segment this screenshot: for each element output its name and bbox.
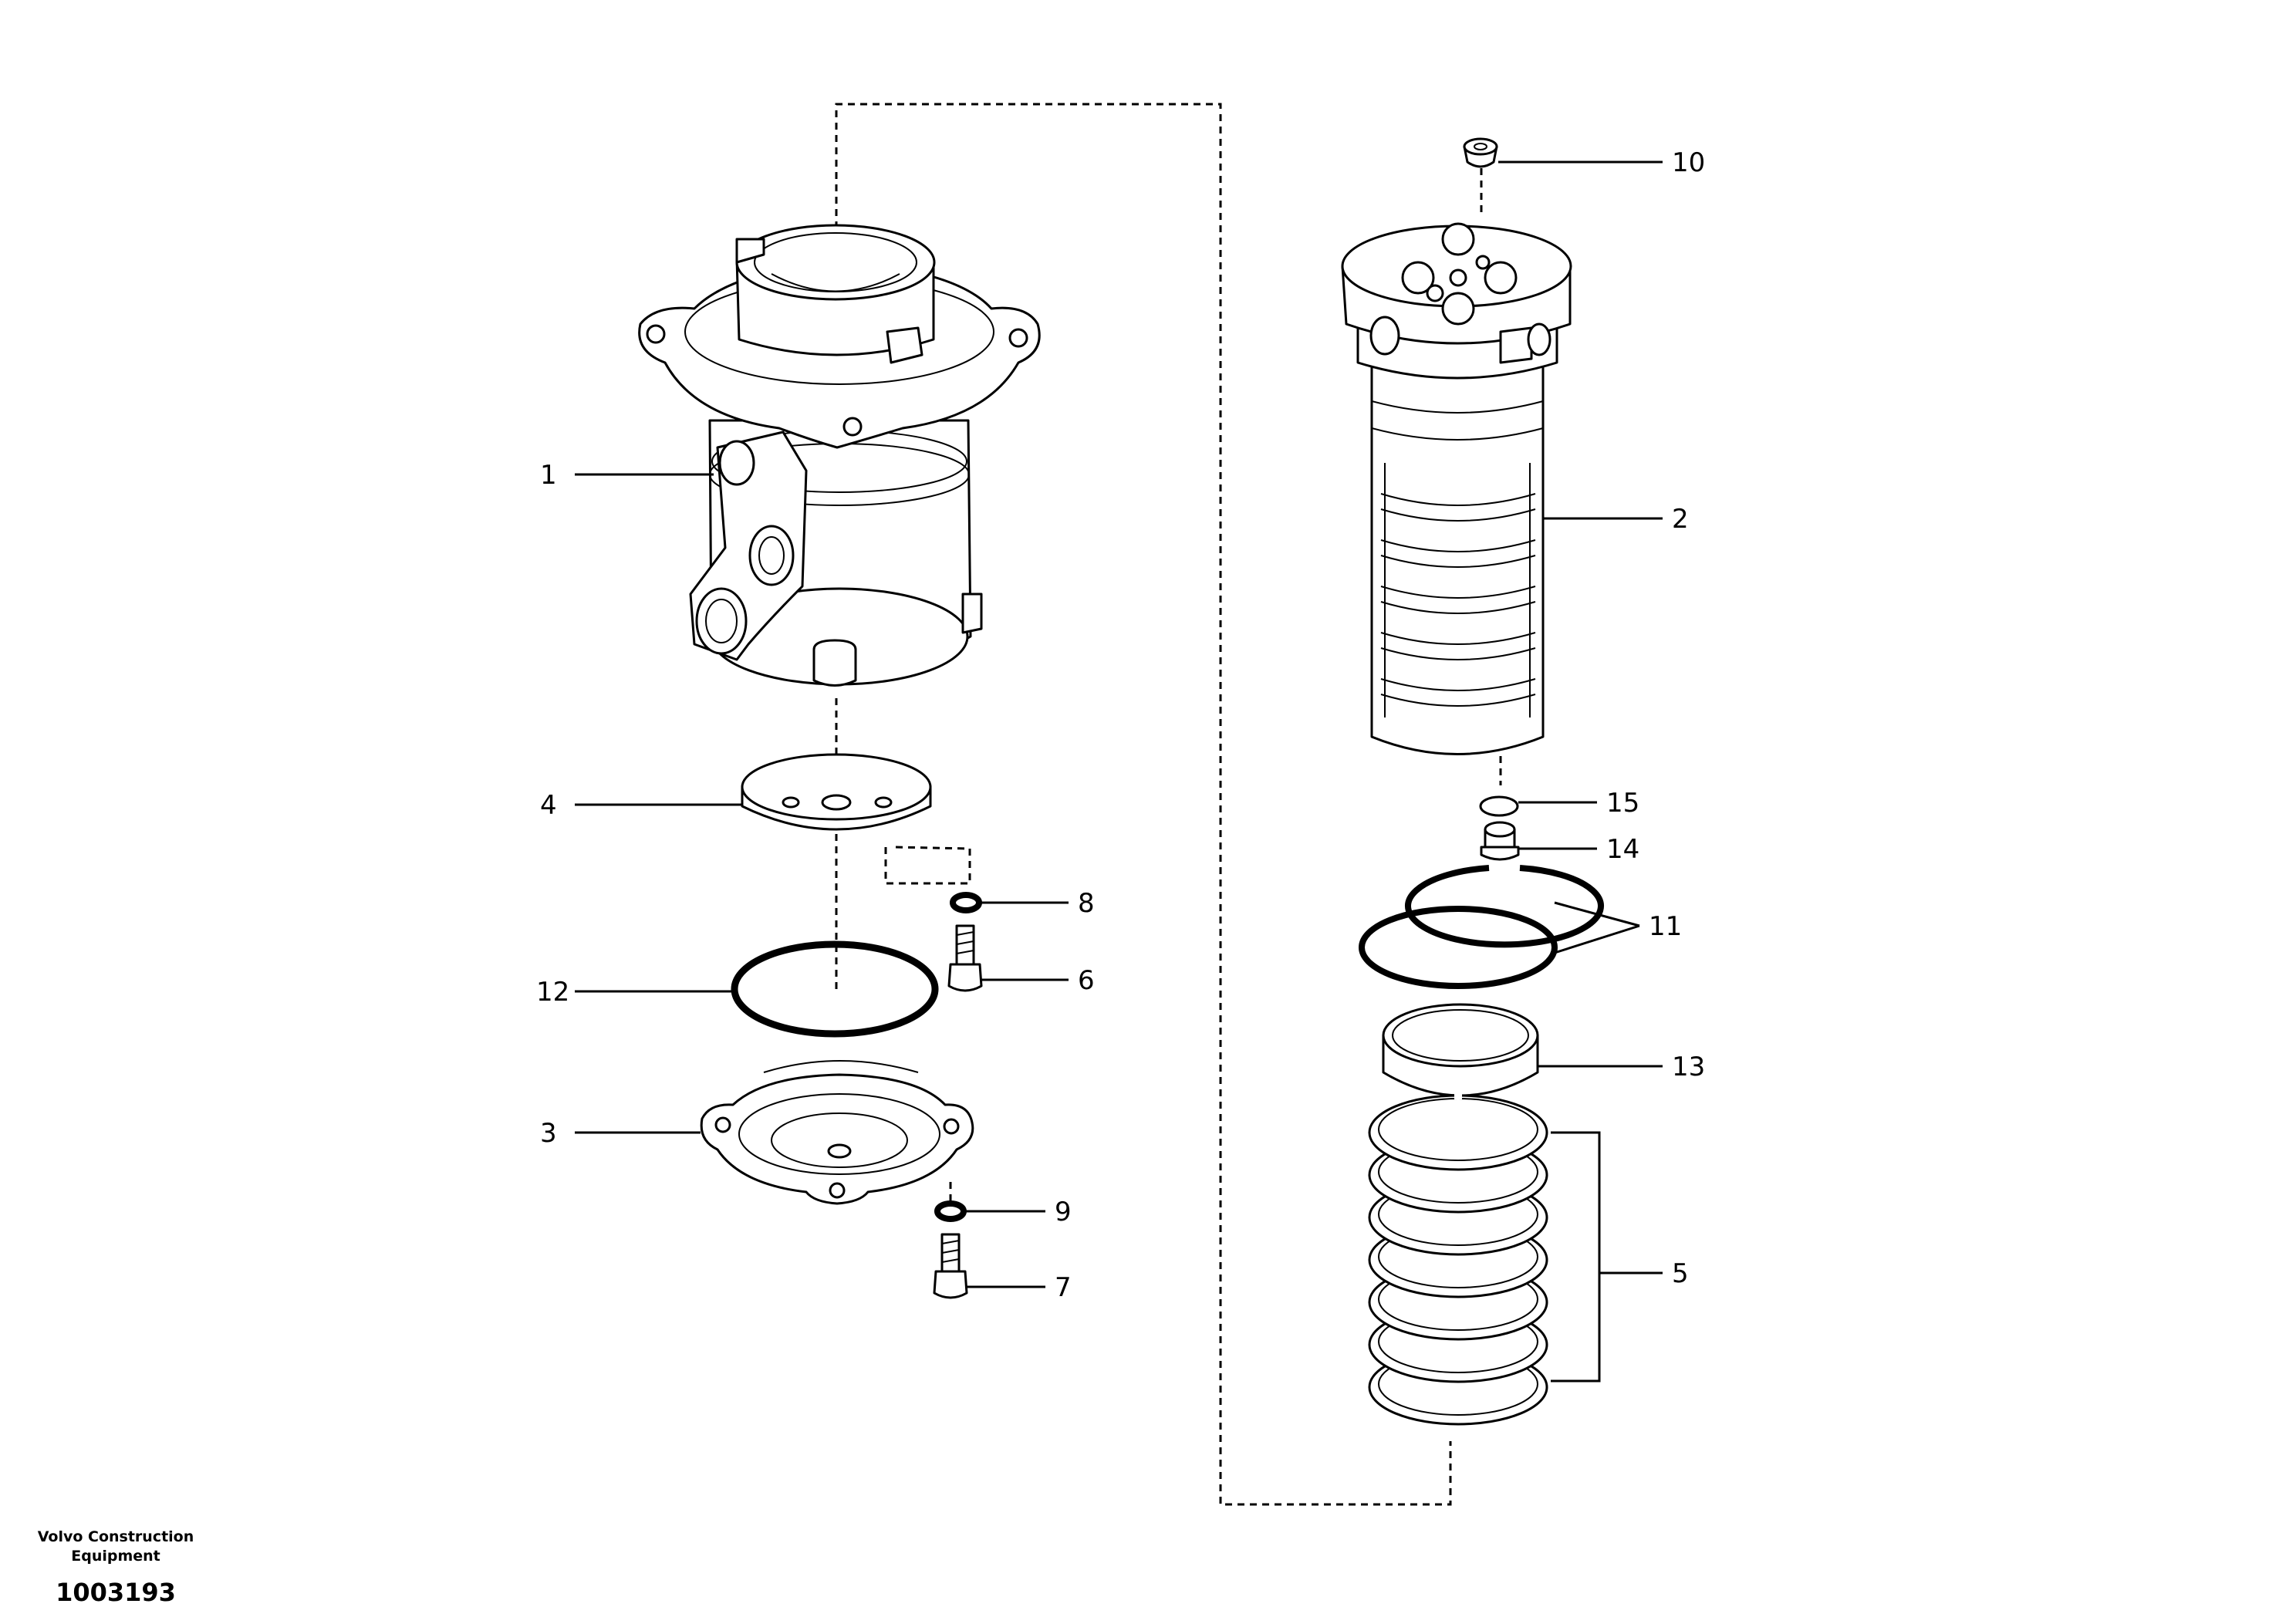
callout-11: 11 [1649,911,1682,942]
callout-15: 15 [1606,788,1639,819]
part-4-plate [741,753,932,831]
part-5-seal-stack [1368,1092,1548,1426]
callout-14: 14 [1606,834,1639,865]
callout-4: 4 [540,790,557,821]
callout-8: 8 [1078,888,1095,919]
part-3-cover [700,1060,974,1205]
part-13-bushing [1382,1003,1539,1097]
part-7-bolt [933,1233,968,1299]
assembly-path-lines [835,103,1502,1506]
callout-9: 9 [1055,1197,1072,1227]
part-1-body [638,224,1041,687]
brand-line-2: Equipment [71,1548,160,1565]
part-10-plug [1463,137,1498,168]
part-8-washer [950,892,982,913]
part-2-spindle [1341,222,1572,755]
callout-2: 2 [1672,504,1689,535]
part-9-washer [934,1200,967,1222]
callout-13: 13 [1672,1052,1705,1082]
part-15-seal [1479,795,1519,817]
leader-lines [575,160,1663,1383]
callout-1: 1 [540,460,557,491]
callout-5: 5 [1672,1258,1689,1289]
brand-line-1: Volvo Construction [38,1528,194,1545]
document-number: 1003193 [56,1578,176,1607]
callout-labels: 1 2 3 4 5 6 7 8 9 10 11 12 13 14 15 [536,147,1705,1303]
spindle-grooves [1371,400,1544,707]
part-6-bolt [947,924,983,992]
callout-12: 12 [536,977,569,1008]
callout-3: 3 [540,1118,557,1149]
part-11-rings [1359,865,1604,989]
callout-6: 6 [1078,965,1095,996]
part-14-plug [1480,821,1520,861]
part-12-o-ring [731,940,939,1038]
callout-10: 10 [1672,147,1705,178]
callout-7: 7 [1055,1272,1072,1303]
